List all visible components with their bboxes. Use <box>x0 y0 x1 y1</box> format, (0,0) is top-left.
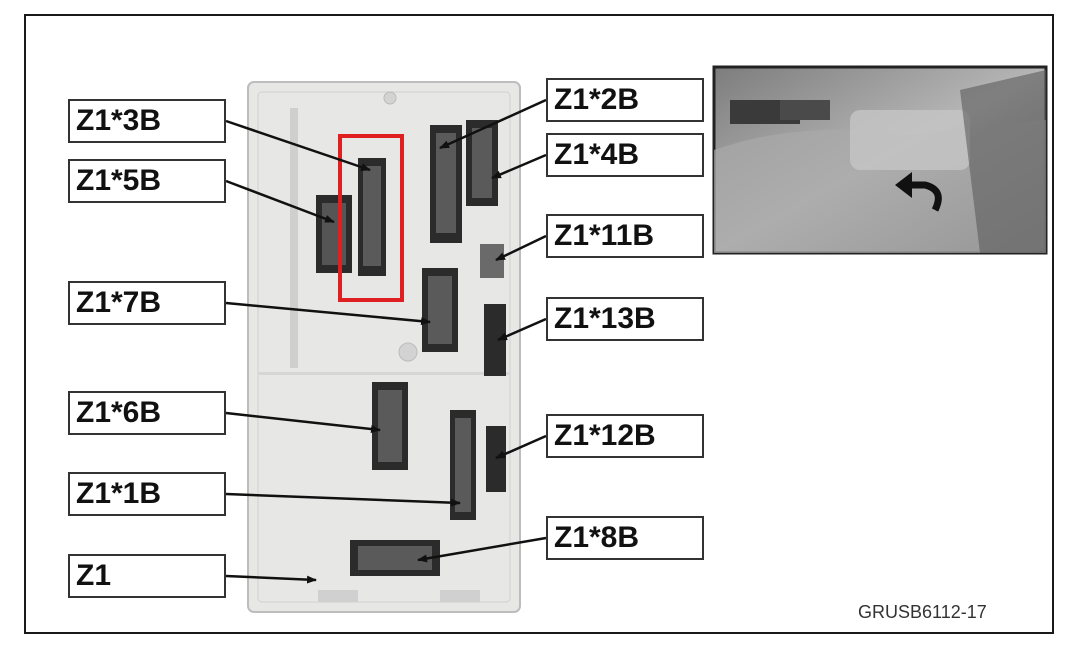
label-z1-8b: Z1*8B <box>546 516 704 560</box>
label-z1-7b: Z1*7B <box>68 281 226 325</box>
connector-z1-3b <box>358 158 386 276</box>
label-z1-11b: Z1*11B <box>546 214 704 258</box>
highlight-box <box>338 134 404 302</box>
connector-z1-7b <box>422 268 458 352</box>
label-z1-5b: Z1*5B <box>68 159 226 203</box>
label-z1-2b: Z1*2B <box>546 78 704 122</box>
leader-lines <box>225 98 547 584</box>
connector-z1-6b <box>372 382 408 470</box>
label-z1-1b: Z1*1B <box>68 472 226 516</box>
label-z1-3b: Z1*3B <box>68 99 226 143</box>
label-z1-4b: Z1*4B <box>546 133 704 177</box>
connector-z1-2b <box>430 125 462 243</box>
label-z1-6b: Z1*6B <box>68 391 226 435</box>
label-z1: Z1 <box>68 554 226 598</box>
connector-z1-13b <box>484 304 506 376</box>
vehicle-location-photo <box>712 65 1048 255</box>
rotate-arrow-icon <box>895 172 942 212</box>
label-z1-13b: Z1*13B <box>546 297 704 341</box>
connector-z1-11b <box>480 244 504 278</box>
label-z1-12b: Z1*12B <box>546 414 704 458</box>
connector-z1-12b <box>486 426 506 492</box>
figure-code: GRUSB6112-17 <box>858 602 987 622</box>
connector-z1-4b <box>466 120 498 206</box>
connector-z1-5b <box>316 195 352 273</box>
